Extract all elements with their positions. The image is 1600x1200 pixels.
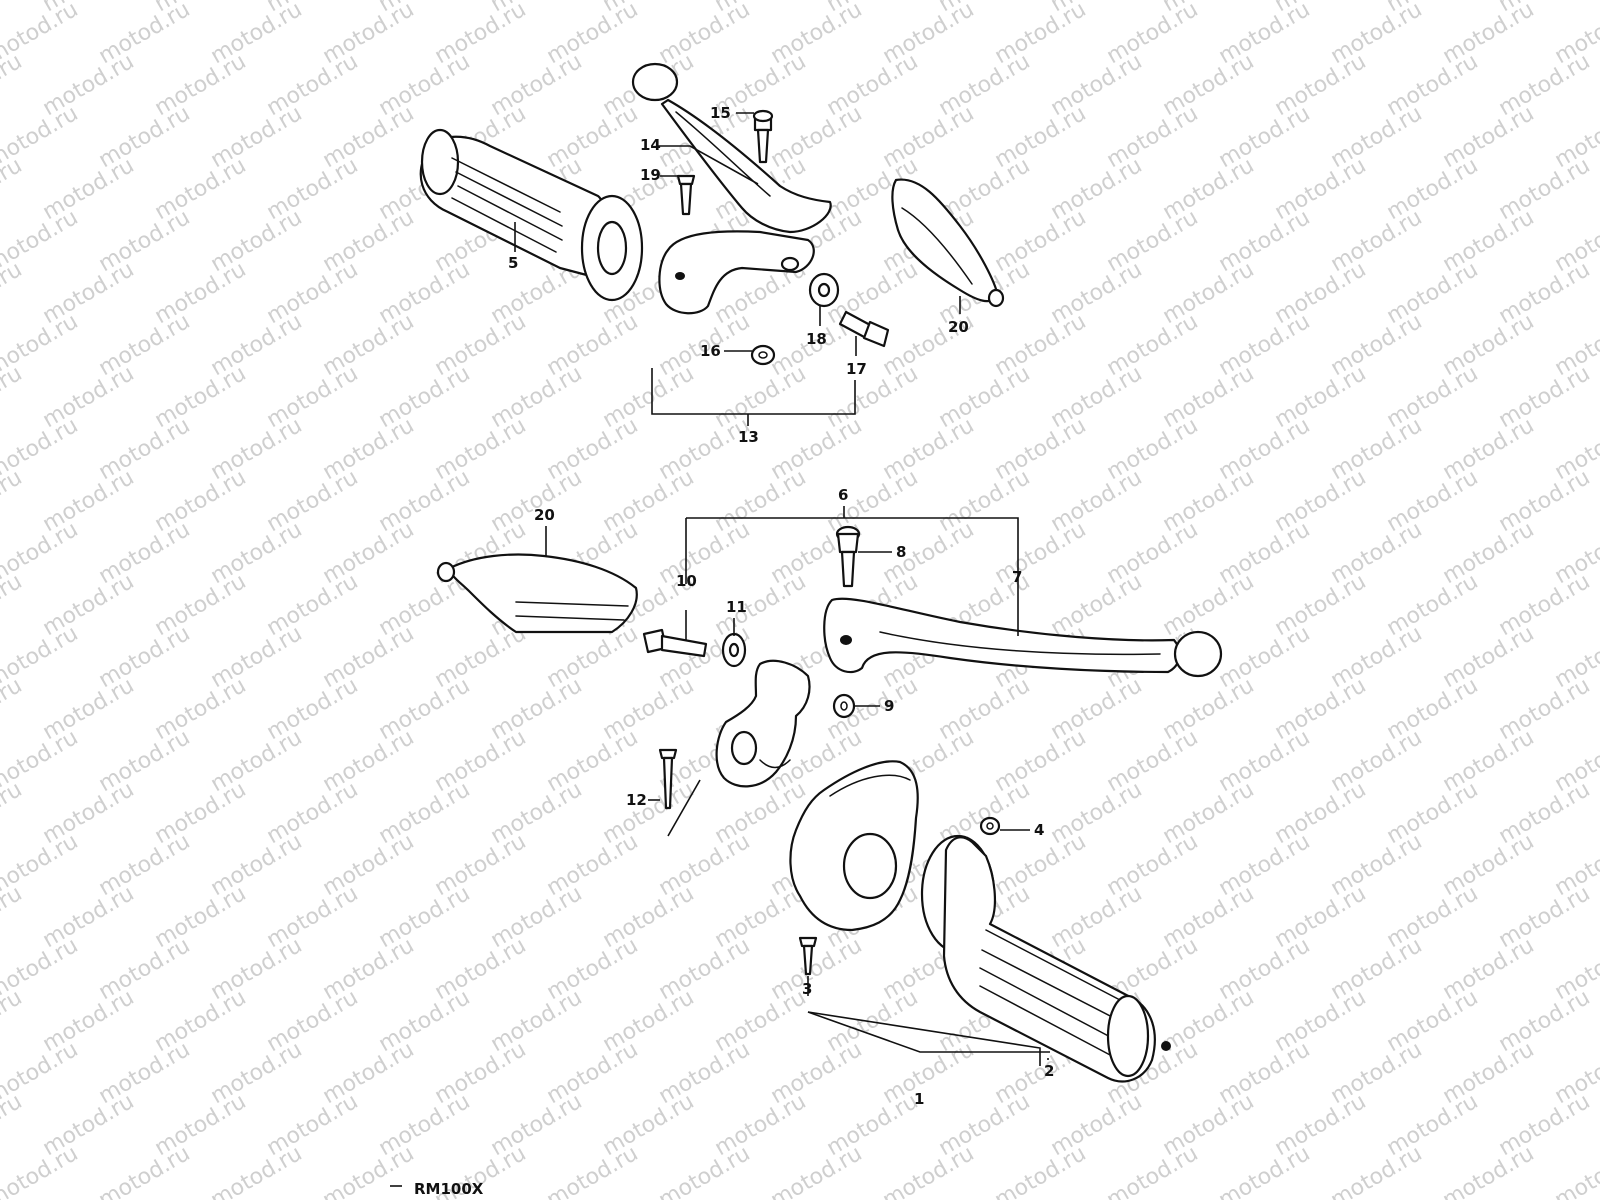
brake-lever-holder [715,659,811,788]
watermark-text: motod.ru [0,985,26,1057]
watermark-text: motod.ru [207,1141,307,1200]
label-part-5: 5 [508,254,518,272]
watermark-text: motod.ru [655,1141,755,1200]
watermark-text: motod.ru [879,1141,979,1200]
cable-nipple-part-4 [979,816,1001,836]
left-grip-part-5 [419,128,644,302]
nut-part-9 [832,693,856,719]
watermark-text: motod.ru [0,0,26,17]
watermark-text: motod.ru [0,673,26,745]
label-part-10: 10 [676,572,697,590]
watermark-text: motod.ru [0,257,26,329]
watermark-text: motod.ru [0,153,26,225]
pivot-bolt-part-8 [835,525,861,588]
watermark-text: motod.ru [1103,1141,1203,1200]
label-part-8: 8 [896,543,906,561]
label-part-3: 3 [802,980,812,998]
label-part-20-bottom: 20 [534,506,555,524]
model-label: RM100X [414,1180,484,1198]
throttle-grip-part-2 [920,834,1171,1083]
watermark-text: motod.ru [0,465,26,537]
screw-part-12 [658,748,678,810]
watermark-text: motod.ru [991,1141,1091,1200]
clutch-lever-part-14 [631,62,832,234]
label-part-11: 11 [726,598,747,616]
watermark-text: motod.ru [0,1089,26,1161]
watermark-text: motod.ru [1215,1141,1315,1200]
label-part-2: 2 [1044,1062,1054,1080]
watermark-text: motod.ru [0,777,26,849]
pivot-bolt-part-15 [752,109,774,164]
lever-boot-part-20-bottom [436,553,638,634]
watermark-text: motod.ru [0,49,26,121]
throttle-housing [789,760,919,932]
watermark-text: motod.ru [319,1141,419,1200]
label-part-6: 6 [838,486,848,504]
locknut-part-11 [721,632,747,668]
watermark-text: motod.ru [767,1141,867,1200]
nut-part-16 [750,344,776,366]
label-part-4: 4 [1034,821,1044,839]
screw-part-3 [798,936,818,976]
label-part-18: 18 [806,330,827,348]
label-part-15: 15 [710,104,731,122]
watermark-text: motod.ru [0,361,26,433]
label-part-19: 19 [640,166,661,184]
lever-boot-part-20-top [891,178,1005,308]
watermark-text: motod.ru [0,881,26,953]
lever-holder [658,230,815,315]
label-part-12: 12 [626,791,647,809]
watermark-text: motod.ru [0,569,26,641]
model-label-group: RM100X [390,1180,484,1198]
adjuster-bolt-part-10 [642,628,708,658]
label-part-17: 17 [846,360,867,378]
label-part-14: 14 [640,136,661,154]
part-labels: 5 14 15 19 18 17 16 20 13 6 20 8 7 10 11… [508,104,1054,1108]
watermark-text: motod.ru [543,1141,643,1200]
brake-lever-part-7 [823,597,1223,678]
watermark-text: motod.ru [1439,1141,1539,1200]
label-part-9: 9 [884,697,894,715]
label-part-20-top: 20 [948,318,969,336]
watermark-text: motod.ru [95,1141,195,1200]
label-part-13: 13 [738,428,759,446]
label-part-16: 16 [700,342,721,360]
leader-lines [514,112,1050,1066]
adjuster-bolt-part-17 [838,310,890,348]
adjuster-nut-part-18 [808,272,840,308]
watermark-text: motod.ru [1327,1141,1427,1200]
watermark-text: motod.ru [0,1141,82,1200]
watermark-text: motod.ru [1551,1141,1600,1200]
label-part-7: 7 [1012,568,1022,586]
screw-part-19 [676,174,696,216]
label-part-1: 1 [914,1090,924,1108]
